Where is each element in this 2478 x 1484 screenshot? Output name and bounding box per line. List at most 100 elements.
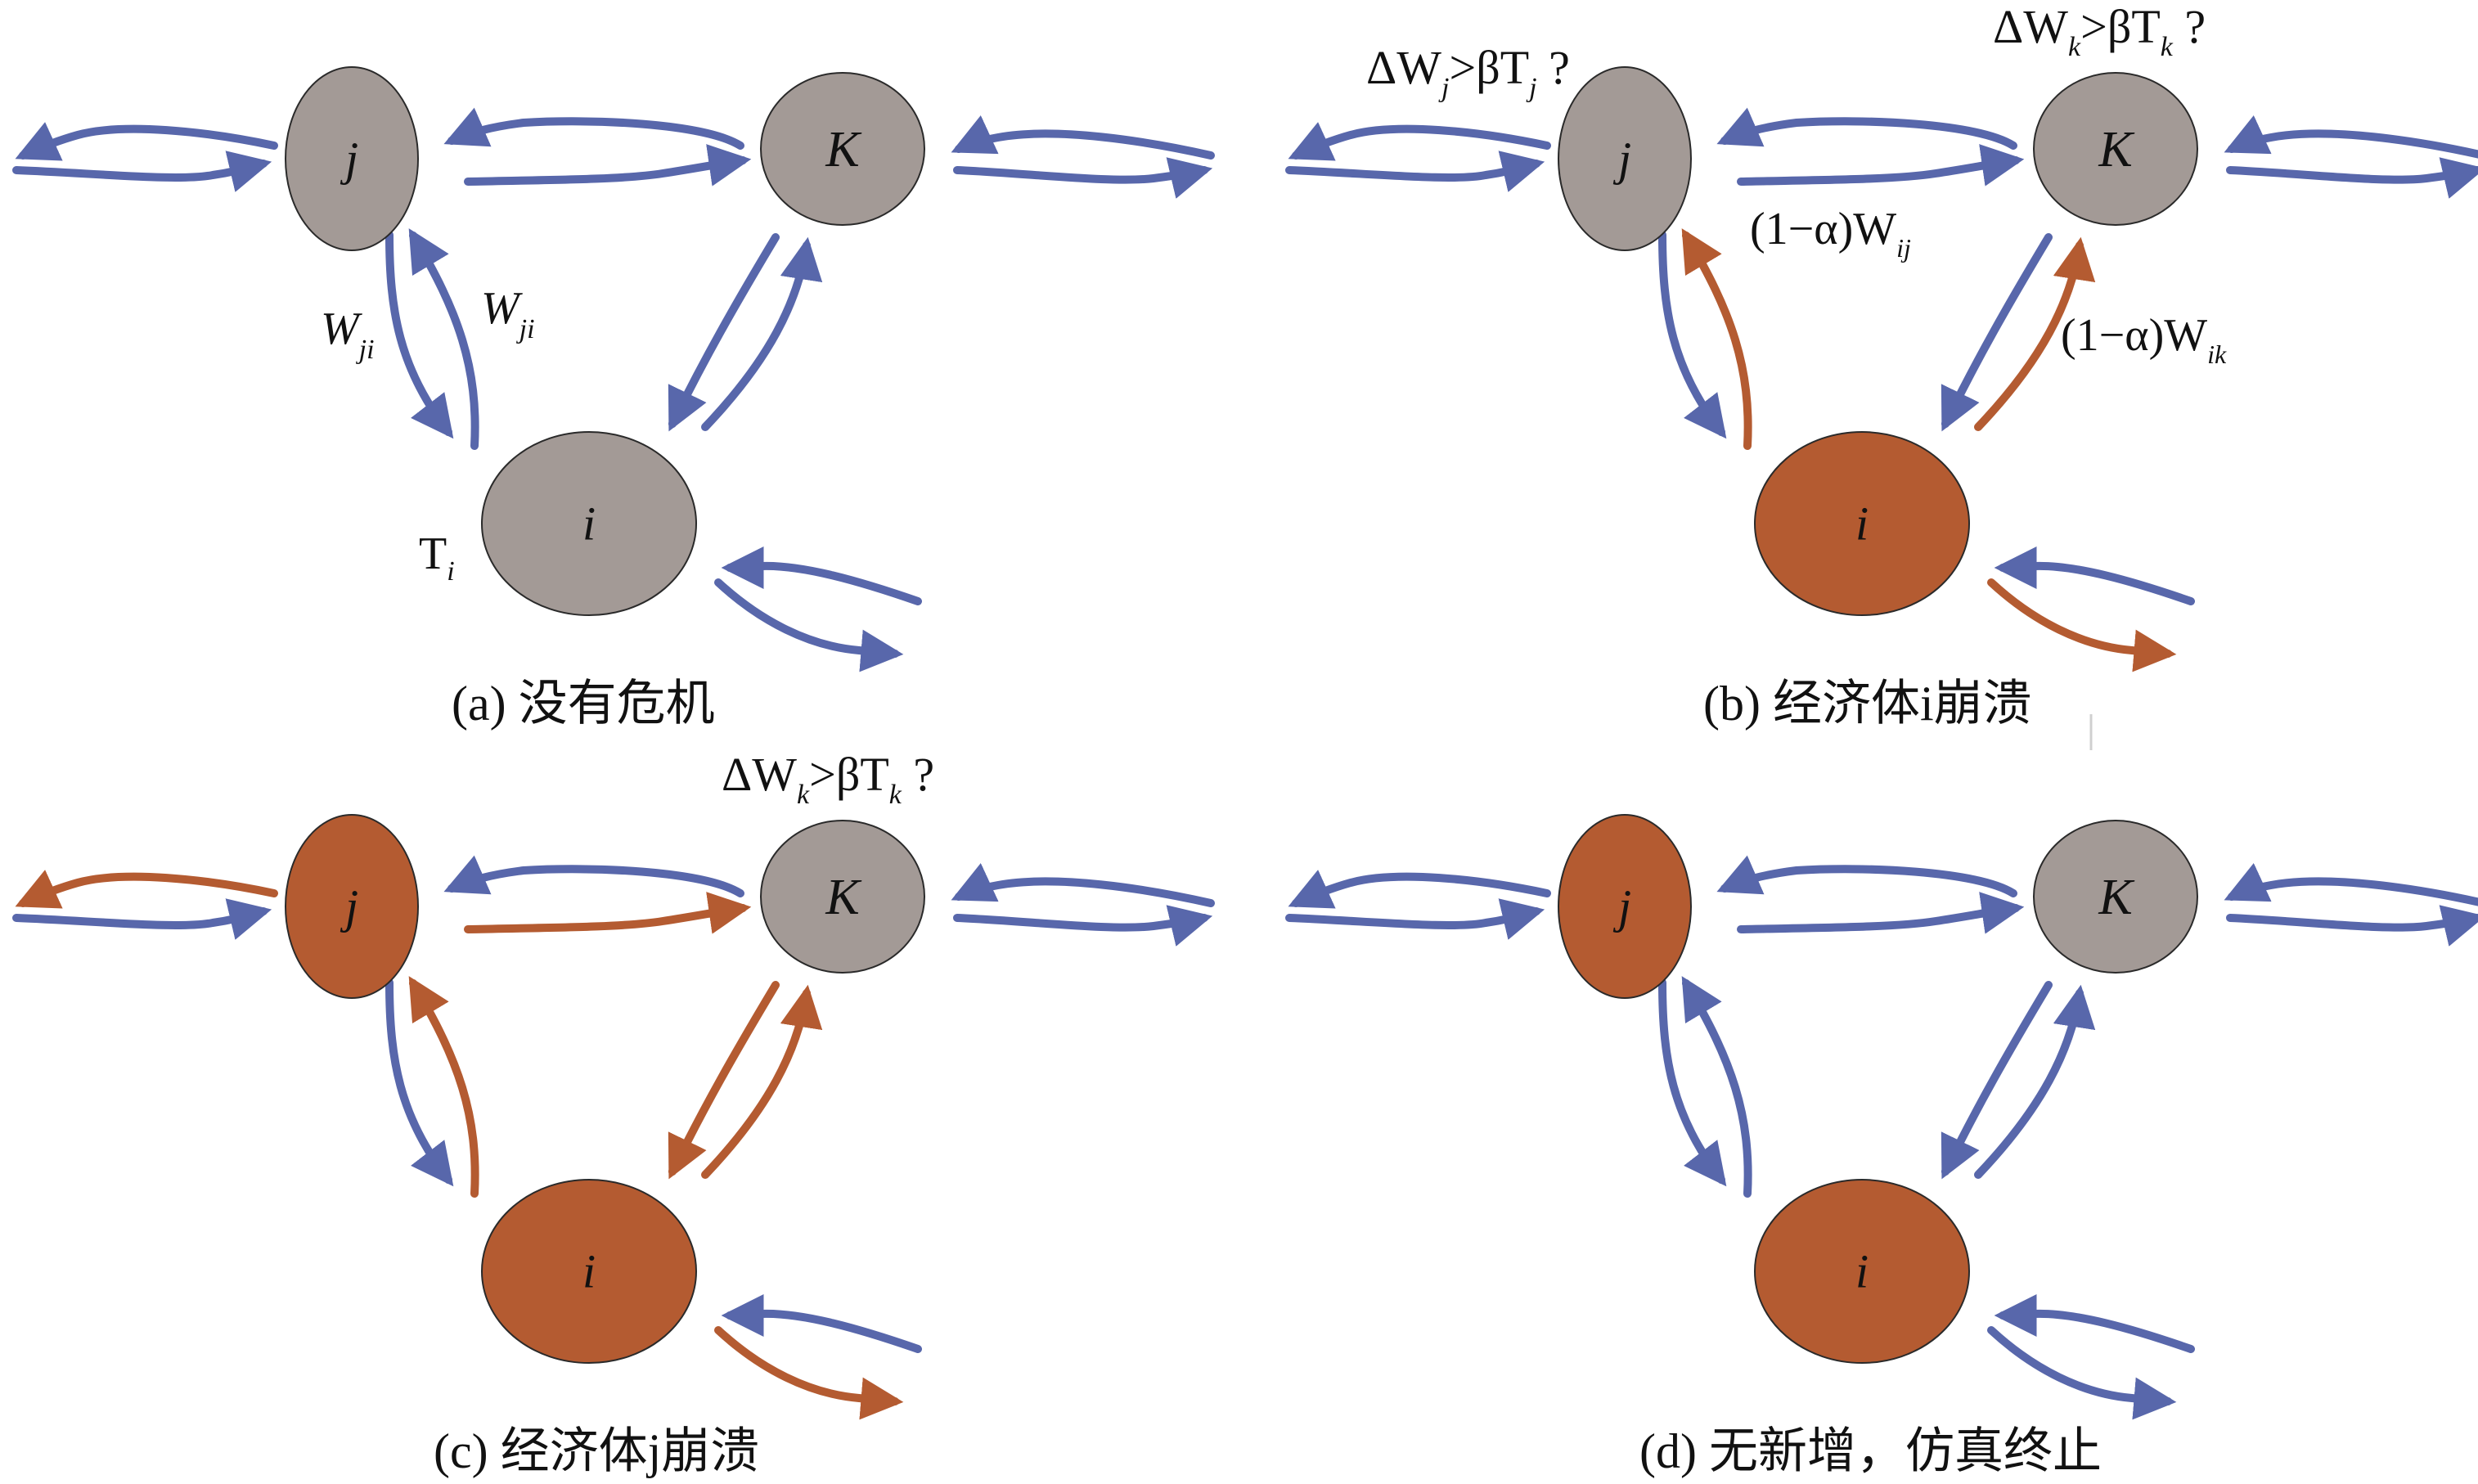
edge-outside-right-to-k-normal-arrow xyxy=(951,115,1215,160)
node-i: i xyxy=(1754,1179,1970,1364)
label-check-j: ΔWj>βTj ? xyxy=(1366,41,1570,103)
node-k-healthy-circle xyxy=(2033,820,2198,974)
node-k: K xyxy=(760,820,925,974)
edge-outside-left-to-j-normal-arrow xyxy=(12,898,272,940)
node-k-healthy-circle xyxy=(760,72,925,226)
edge-outside-to-i-normal-arrow xyxy=(721,1293,922,1353)
edge-k-to-j-normal-arrow xyxy=(1716,855,2017,897)
edge-i-to-outside-normal-arrow xyxy=(1987,1326,2177,1420)
edge-k-to-outside-right-normal-arrow xyxy=(953,157,1213,199)
edge-j-to-outside-left-normal-arrow xyxy=(15,122,278,161)
edge-j-to-outside-left-crisis-arrow xyxy=(15,870,278,909)
edge-outside-to-i-normal-arrow xyxy=(721,546,922,605)
edge-outside-right-to-k-normal-arrow xyxy=(2224,115,2478,159)
label-threshold-t-i: Ti xyxy=(419,528,455,587)
edge-outside-right-to-k-normal-arrow xyxy=(2224,862,2478,906)
node-k-label: K xyxy=(2098,122,2135,178)
edges xyxy=(1285,107,2478,672)
edge-i-to-k-crisis-arrow xyxy=(1974,236,2096,431)
edge-i-to-j-crisis-arrow xyxy=(408,976,479,1198)
label-check-k: ΔWk>βTk ? xyxy=(722,748,934,810)
node-k-label: K xyxy=(2098,870,2135,925)
edge-j-to-i-normal-arrow xyxy=(385,978,454,1187)
edge-i-to-k-crisis-arrow xyxy=(701,984,823,1179)
node-i-label: i xyxy=(582,497,596,551)
node-k: K xyxy=(2033,72,2198,226)
edge-outside-left-to-j-normal-arrow xyxy=(1285,151,1545,192)
node-j: j xyxy=(1558,814,1692,999)
edge-i-to-outside-normal-arrow xyxy=(714,578,904,672)
edges xyxy=(12,107,1215,672)
edge-k-to-j-normal-arrow xyxy=(443,855,744,897)
node-j: j xyxy=(285,814,419,999)
edge-k-to-i-normal-arrow xyxy=(1941,981,2053,1180)
node-i-label: i xyxy=(582,1245,596,1298)
edge-i-to-j-normal-arrow xyxy=(408,228,479,450)
edge-outside-to-i-normal-arrow xyxy=(1994,546,2195,605)
node-k-healthy-circle xyxy=(2033,72,2198,226)
edge-k-to-i-normal-arrow xyxy=(1941,233,2053,432)
edge-j-to-k-crisis-arrow xyxy=(464,892,752,934)
edge-k-to-i-crisis-arrow xyxy=(668,981,780,1180)
edge-i-to-k-normal-arrow xyxy=(701,236,823,431)
panel-c-caption: (c) 经济体j崩溃 xyxy=(434,1424,759,1478)
node-i-label: i xyxy=(1855,1245,1869,1298)
node-i-collapsed-circle xyxy=(481,1179,697,1364)
edge-i-to-outside-crisis-arrow xyxy=(1987,578,2177,672)
panel-b-caption: (b) 经济体i崩溃 xyxy=(1703,677,2032,731)
edge-outside-left-to-j-normal-arrow xyxy=(1285,898,1545,940)
node-k-label: K xyxy=(825,870,862,925)
edges xyxy=(1285,855,2478,1420)
node-j-healthy-circle xyxy=(1558,66,1692,251)
node-j-collapsed-circle xyxy=(285,814,419,999)
panel-a-caption: (a) 没有危机 xyxy=(452,677,715,731)
edge-j-to-k-normal-arrow xyxy=(1737,892,2025,934)
node-i-collapsed-circle xyxy=(1754,1179,1970,1364)
edge-i-to-j-crisis-arrow xyxy=(1681,228,1752,450)
node-k-healthy-circle xyxy=(760,820,925,974)
edge-k-to-j-normal-arrow xyxy=(443,107,744,150)
nodes: j Ki xyxy=(285,814,925,1364)
label-check-k: ΔWk>βTk ? xyxy=(1993,0,2206,62)
node-j-healthy-circle xyxy=(285,66,419,251)
edge-j-to-i-normal-arrow xyxy=(1658,231,1727,439)
node-i-label: i xyxy=(1855,497,1869,551)
edge-k-to-outside-right-normal-arrow xyxy=(953,905,1213,947)
edge-j-to-i-normal-arrow xyxy=(385,231,454,439)
node-i: i xyxy=(1754,431,1970,616)
edge-outside-left-to-j-normal-arrow xyxy=(12,151,272,192)
node-j: j xyxy=(285,66,419,251)
label-loss-ij: (1−α)Wij xyxy=(1750,204,1911,263)
label-loss-ik: (1−α)Wik xyxy=(2061,310,2227,369)
nodes: j Ki xyxy=(285,66,925,616)
edge-j-to-outside-left-normal-arrow xyxy=(1288,122,1551,161)
edges xyxy=(12,855,1215,1420)
edge-i-to-outside-crisis-arrow xyxy=(714,1326,904,1420)
node-i: i xyxy=(481,431,697,616)
edge-k-to-i-normal-arrow xyxy=(668,233,780,432)
edge-outside-to-i-normal-arrow xyxy=(1994,1293,2195,1353)
panel-c-economy-j-collapse: j Ki ΔWk>βTk ? (c) 经济体j崩溃 xyxy=(12,748,1215,1478)
edge-j-to-outside-left-normal-arrow xyxy=(1288,870,1551,909)
edge-k-to-j-normal-arrow xyxy=(1716,107,2017,150)
node-k: K xyxy=(2033,820,2198,974)
edge-j-to-k-normal-arrow xyxy=(1737,144,2025,187)
panel-d-caption: (d) 无新增，仿真终止 xyxy=(1639,1424,2102,1478)
edge-k-to-outside-right-normal-arrow xyxy=(2226,905,2478,947)
label-w-ji-right: Wji xyxy=(481,283,535,344)
edge-outside-right-to-k-normal-arrow xyxy=(951,862,1215,907)
node-i-healthy-circle xyxy=(481,431,697,616)
node-k: K xyxy=(760,72,925,226)
edge-j-to-i-normal-arrow xyxy=(1658,978,1727,1187)
edge-i-to-k-normal-arrow xyxy=(1974,984,2096,1179)
node-i-collapsed-circle xyxy=(1754,431,1970,616)
node-j-collapsed-circle xyxy=(1558,814,1692,999)
edge-j-to-k-normal-arrow xyxy=(464,144,752,187)
edge-k-to-outside-right-normal-arrow xyxy=(2226,157,2478,199)
node-k-label: K xyxy=(825,122,862,178)
